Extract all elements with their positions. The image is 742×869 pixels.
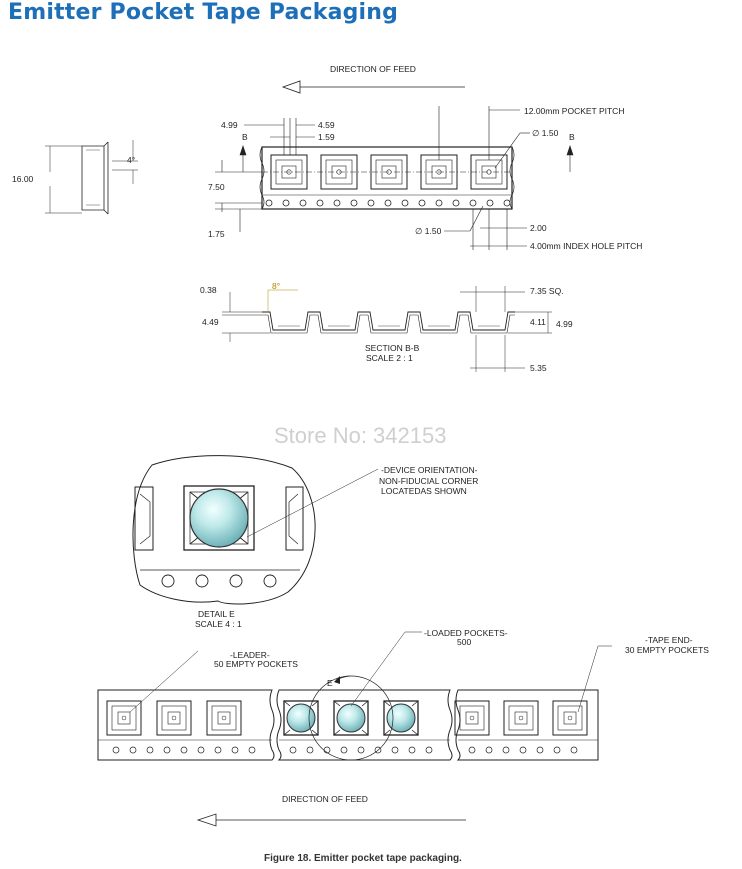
strip-end-pockets	[454, 700, 588, 736]
side-view: 16.00 4°	[12, 140, 138, 215]
detail-loaded-pocket	[183, 485, 255, 551]
detail-e-callout-circle	[308, 675, 394, 761]
loaded-label-2: 500	[457, 637, 471, 647]
page-title: Emitter Pocket Tape Packaging	[8, 0, 399, 25]
leader-label-2: 50 EMPTY POCKETS	[214, 659, 298, 669]
side-width-label: 16.00	[12, 174, 34, 184]
dim-4.49: 4.49	[202, 317, 219, 327]
leader-label-1: -LEADER-	[230, 650, 270, 660]
dim-0.38: 0.38	[200, 285, 217, 295]
dim-4.59: 4.59	[318, 120, 335, 130]
bottom-feed-label: DIRECTION OF FEED	[282, 794, 368, 804]
orientation-line2: NON-FIDUCIAL CORNER	[379, 476, 478, 486]
detail-side-pocket-right	[285, 486, 304, 551]
dim-5.35: 5.35	[530, 363, 547, 373]
top-pocket-3	[370, 154, 408, 190]
dim-dia-top: ∅ 1.50	[532, 128, 559, 138]
detail-side-pocket-left	[134, 486, 154, 551]
detail-index-holes	[161, 574, 277, 588]
dim-1.59: 1.59	[318, 132, 335, 142]
dim-1.75: 1.75	[208, 229, 225, 239]
section-mark-b-right: B	[569, 132, 575, 142]
section-b-b: 0.38 4.49 8° 7.35 SQ. 4.11 4.99 5.35 SEC…	[200, 281, 573, 373]
end-label-2: 30 EMPTY POCKETS	[625, 645, 709, 655]
top-feed-arrow	[281, 80, 465, 94]
section-angle: 8°	[272, 281, 280, 291]
detail-e-mark: E	[327, 678, 333, 688]
orientation-line1: -DEVICE ORIENTATION-	[381, 465, 478, 475]
dim-7.50: 7.50	[208, 182, 225, 192]
strip-leader-pockets	[106, 700, 242, 736]
side-angle-label: 4°	[127, 155, 135, 165]
dim-4.11: 4.11	[530, 317, 546, 327]
store-watermark: Store No: 342153	[274, 423, 446, 448]
dim-2.00: 2.00	[530, 223, 547, 233]
section-name: SECTION B-B	[365, 343, 420, 353]
detail-scale: SCALE 4 : 1	[195, 619, 242, 629]
top-view: DIRECTION OF FEED	[208, 64, 642, 251]
bottom-feed-arrow	[196, 813, 466, 827]
loaded-label-1: -LOADED POCKETS-	[424, 628, 508, 638]
top-pocket-1	[270, 154, 308, 190]
dim-4.99-top: 4.99	[221, 120, 238, 130]
section-mark-b-left: B	[242, 132, 248, 142]
top-pocket-2	[320, 154, 358, 190]
end-label-1: -TAPE END-	[645, 635, 693, 645]
detail-name: DETAIL E	[198, 609, 235, 619]
dim-index-pitch: 4.00mm INDEX HOLE PITCH	[530, 241, 642, 251]
tape-top-body	[261, 146, 513, 210]
dim-dia-bottom: ∅ 1.50	[415, 226, 442, 236]
dim-pocket-pitch: 12.00mm POCKET PITCH	[524, 106, 624, 116]
top-index-holes	[265, 199, 511, 207]
device-lens	[189, 488, 249, 548]
dim-7.35-sq: 7.35 SQ.	[530, 286, 564, 296]
strip-index-holes	[112, 746, 578, 754]
figure-caption: Figure 18. Emitter pocket tape packaging…	[264, 853, 462, 864]
dim-4.99-section: 4.99	[556, 319, 573, 329]
tape-strip: -LEADER- 50 EMPTY POCKETS -LOADED POCKET…	[97, 628, 709, 827]
orientation-line3: LOCATEDAS SHOWN	[381, 486, 467, 496]
detail-e: -DEVICE ORIENTATION- NON-FIDUCIAL CORNER…	[132, 455, 478, 629]
section-scale: SCALE 2 : 1	[366, 353, 413, 363]
strip-loaded-pockets	[283, 700, 419, 736]
top-feed-label: DIRECTION OF FEED	[330, 64, 416, 74]
